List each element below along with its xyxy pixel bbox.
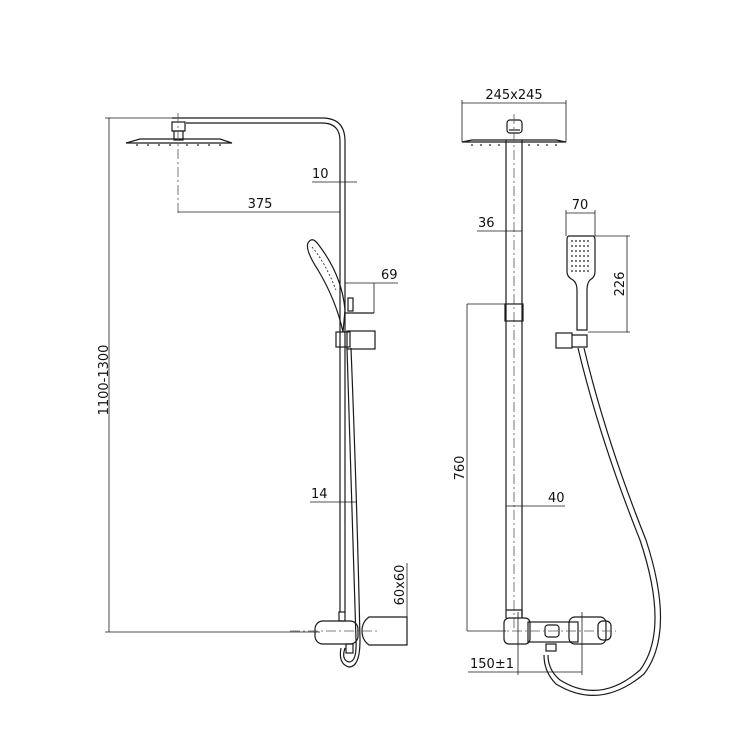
dimension-pipe-diameter: 36 xyxy=(477,216,522,232)
overhead-shower-head-front xyxy=(461,119,567,146)
hose-side xyxy=(339,347,361,668)
mixer-side: 60x60 xyxy=(290,563,408,654)
label-hand-shower-height: 226 xyxy=(613,272,628,297)
nozzle-dots xyxy=(136,144,221,146)
label-inlet-spacing: 150±1 xyxy=(470,657,514,672)
label-pipe-wall: 10 xyxy=(312,167,329,182)
shower-arm xyxy=(172,117,346,612)
dimension-hand-shower-width: 70 xyxy=(565,198,596,236)
dimension-hand-shower-height: 226 xyxy=(588,235,630,333)
hand-shower-front xyxy=(555,235,596,349)
hand-shower-side xyxy=(306,239,346,333)
dimension-total-height: 1100-1300 xyxy=(97,117,320,633)
overhead-shower-head-side xyxy=(125,113,233,216)
dimension-arm-reach: 375 xyxy=(178,197,340,213)
label-rail-offset: 14 xyxy=(311,487,328,502)
riser-pipe-front xyxy=(504,114,524,630)
label-mixer-size: 60x60 xyxy=(393,565,408,606)
label-arm-reach: 375 xyxy=(248,197,273,212)
hose-front xyxy=(543,347,662,696)
label-total-height: 1100-1300 xyxy=(97,345,112,416)
dimension-pipe-wall: 10 xyxy=(312,167,357,183)
label-slide-height: 760 xyxy=(453,456,468,481)
side-view: 1100-1300 375 10 xyxy=(97,113,408,668)
dimension-inlet-spacing: 150±1 xyxy=(468,612,583,675)
dimension-rail-offset: 14 xyxy=(310,487,357,503)
mixer-front xyxy=(494,609,616,652)
dimension-rail-diameter: 40 xyxy=(506,491,565,507)
label-rail-diameter: 40 xyxy=(548,491,565,506)
dimension-head-size: 245x245 xyxy=(461,88,567,142)
front-view: 245x245 36 760 xyxy=(453,88,662,696)
dimension-slide-height: 760 xyxy=(453,303,506,632)
label-pipe-diameter: 36 xyxy=(478,216,495,231)
dimension-bracket-depth: 69 xyxy=(335,268,398,350)
label-hand-shower-width: 70 xyxy=(572,198,589,213)
label-head-size: 245x245 xyxy=(485,88,542,103)
spray-dots xyxy=(571,240,589,272)
label-bracket-depth: 69 xyxy=(381,268,398,283)
